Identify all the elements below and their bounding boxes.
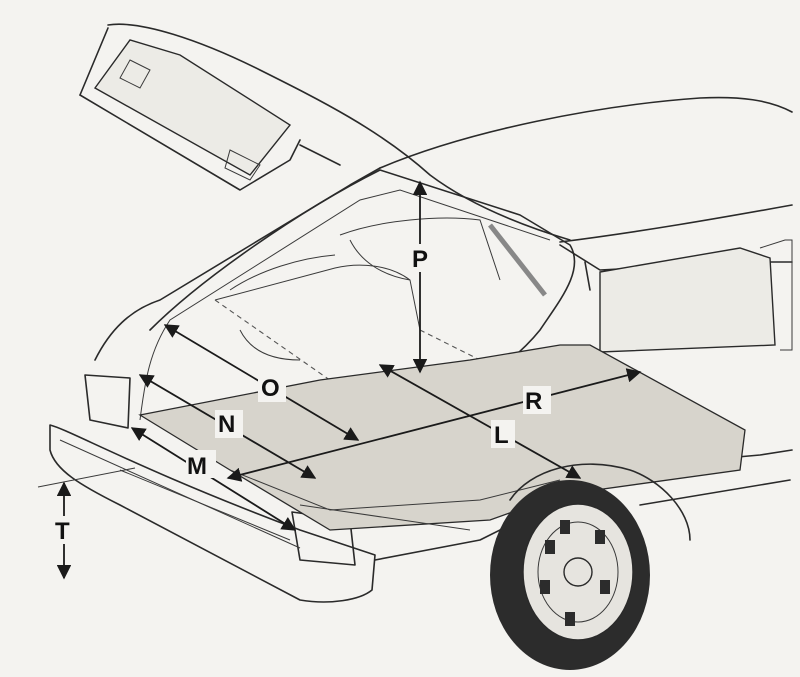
dimension-t: T [37, 467, 136, 580]
wheel-lug-holes [540, 520, 610, 626]
dimension-p: P [408, 180, 434, 374]
rear-wheel [490, 463, 691, 670]
car-body [49, 96, 793, 603]
dimension-label-t: T [55, 518, 70, 545]
dimension-r: R [226, 368, 642, 482]
dimension-label-r: R [525, 388, 542, 415]
dimension-label-p: P [412, 246, 428, 273]
dimension-label-m: M [187, 453, 207, 480]
dimension-label-o: O [261, 375, 280, 402]
open-hatch-lid [79, 23, 571, 297]
dimension-label-l: L [494, 422, 509, 449]
dimension-label-n: N [218, 411, 235, 438]
dimension-m: M [130, 427, 297, 531]
